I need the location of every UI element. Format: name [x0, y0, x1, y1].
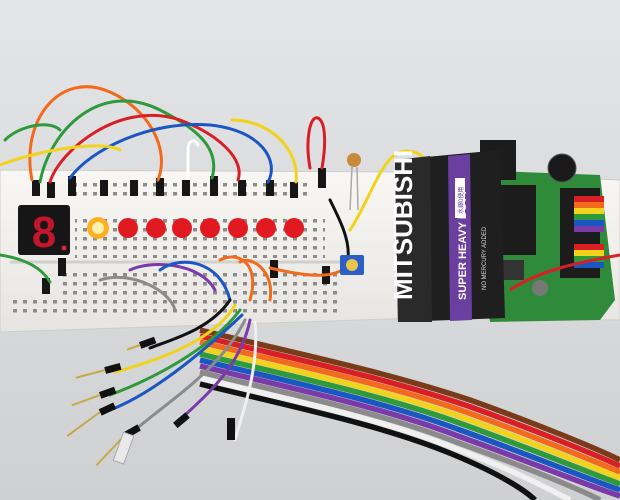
battery-note-label: NO MERCURY ADDED — [482, 226, 488, 290]
loose-jumper-wires — [108, 298, 258, 442]
led-row — [87, 217, 304, 239]
battery-type-label: SUPER HEAVY DUTY — [457, 188, 469, 300]
led — [284, 218, 304, 238]
led — [228, 218, 248, 238]
led — [146, 218, 166, 238]
photoresistor — [347, 153, 361, 211]
seven-segment-display: 8 — [18, 205, 70, 257]
led — [256, 218, 276, 238]
battery-brand-label: MITSUBISHI — [388, 150, 418, 300]
seven-segment-digit: 8 — [32, 208, 56, 257]
ribbon-cable — [199, 327, 620, 500]
led — [118, 218, 138, 238]
pcb-ribbon — [509, 196, 620, 292]
top-jumper-wires — [0, 85, 327, 184]
battery-jp-label: 水銀0使用 — [457, 187, 465, 214]
led — [172, 218, 192, 238]
potentiometer — [340, 255, 364, 275]
battery-9v: MITSUBISHI SUPER HEAVY DUTY 水銀0使用 NO MER… — [388, 150, 505, 322]
jumper-pins — [66, 336, 235, 467]
led — [200, 218, 220, 238]
